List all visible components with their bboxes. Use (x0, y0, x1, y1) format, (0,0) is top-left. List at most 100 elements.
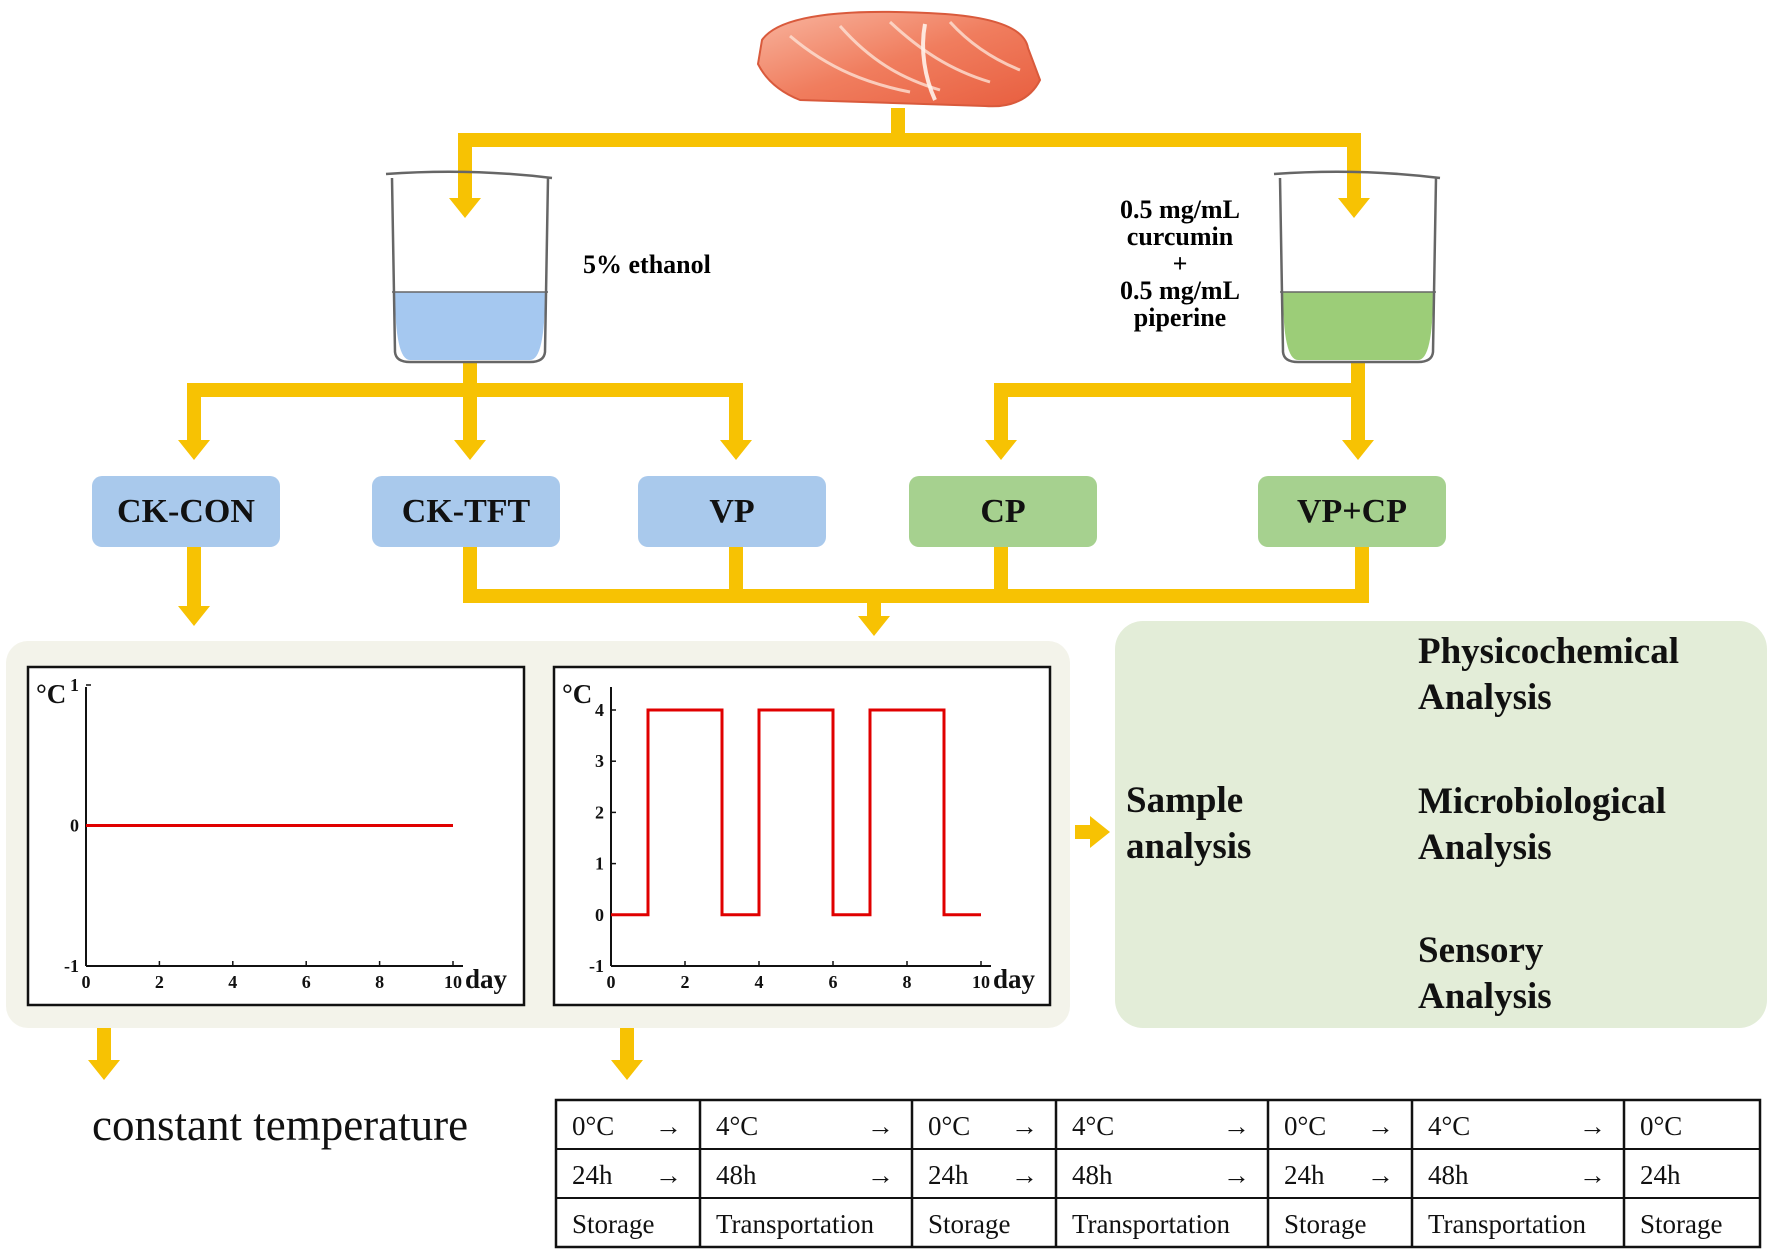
y-tick-label: 2 (595, 802, 604, 822)
temperature-schedule-table: 0°C→24h→Storage4°C→48h→Transportation0°C… (554, 1098, 1762, 1249)
x-tick-label: 10 (972, 972, 990, 992)
arrow-head (720, 440, 752, 460)
x-tick-label: 6 (829, 972, 838, 992)
sample-analysis-label: analysis (1126, 826, 1251, 867)
reagent-line: curcumin (1127, 222, 1234, 251)
table-cell: 24h (1284, 1160, 1325, 1190)
table-cell: 4°C (1428, 1111, 1470, 1141)
analysis-panel (1115, 621, 1767, 1028)
x-tick-label: 4 (228, 972, 237, 992)
table-cell: 0°C (1284, 1111, 1326, 1141)
y-tick-label: -1 (589, 956, 604, 976)
chart-frame (552, 665, 1052, 1007)
table-cell: Storage (1640, 1209, 1722, 1239)
table-arrow: → (1579, 1160, 1606, 1190)
reagent-line: 0.5 mg/mL (1120, 276, 1240, 305)
group-box-fill (372, 476, 560, 547)
x-tick-label: 8 (375, 972, 384, 992)
table-arrow: → (1367, 1111, 1394, 1141)
x-tick-label: 2 (681, 972, 690, 992)
table-arrow: → (1011, 1111, 1038, 1141)
table-cell: Transportation (1072, 1209, 1231, 1239)
reagent-line: piperine (1134, 303, 1226, 332)
group-box-fill (638, 476, 826, 547)
group-box-ck-tft: CK-TFT (372, 476, 560, 547)
table-arrow: → (655, 1160, 682, 1190)
temperature-series-line (611, 708, 981, 917)
y-tick-label: 0 (595, 905, 604, 925)
arrow-head (454, 440, 486, 460)
analysis-item-label: Microbiological (1418, 781, 1666, 822)
analysis-item-label: Analysis (1418, 677, 1552, 718)
x-tick-label: 6 (302, 972, 311, 992)
y-tick-label: -1 (64, 956, 79, 976)
arrow-head (178, 606, 210, 626)
group-box-vp: VP (638, 476, 826, 547)
table-cell: 0°C (928, 1111, 970, 1141)
table-arrow: → (1367, 1160, 1394, 1190)
sample-analysis-label: Sample (1126, 780, 1243, 821)
x-tick-label: 0 (82, 972, 91, 992)
sample-analysis: SampleanalysisPhysicochemicalAnalysisMic… (1126, 631, 1679, 1017)
table-cell: 48h (1428, 1160, 1469, 1190)
treatment-groups: CK-CON CK-TFT VP CP VP+CP (92, 476, 1446, 547)
table-frame (554, 1098, 1762, 1249)
table-arrow: → (867, 1111, 894, 1141)
blue-liquid (395, 292, 545, 360)
constant-temperature-label: constant temperature (92, 1100, 468, 1150)
reagent-line: + (1173, 249, 1188, 278)
group-box-fill (92, 476, 280, 547)
group-box-cp: CP (909, 476, 1097, 547)
y-tick-label: 4 (595, 700, 604, 720)
table-cell: 4°C (1072, 1111, 1114, 1141)
x-axis-unit: day (993, 964, 1036, 994)
group-label: CK-TFT (402, 493, 531, 530)
analysis-item-label: Physicochemical (1418, 631, 1679, 672)
table-cell: Transportation (1428, 1209, 1587, 1239)
table-cell: Storage (1284, 1209, 1366, 1239)
table-arrow: → (1223, 1111, 1250, 1141)
beaker-curcumin (1273, 170, 1441, 364)
table-cell: Transportation (716, 1209, 875, 1239)
arrow-head (1338, 198, 1370, 218)
arrow-head (449, 198, 481, 218)
table-arrow: → (1223, 1160, 1250, 1190)
arrow-head (985, 440, 1017, 460)
arrow-head (178, 440, 210, 460)
group-box-fill (1258, 476, 1446, 547)
y-axis-unit: °C (562, 679, 592, 709)
chart-frame (26, 665, 526, 1007)
table-cell: 48h (1072, 1160, 1113, 1190)
analysis-item-label: Analysis (1418, 976, 1552, 1017)
table-cell: 24h (928, 1160, 969, 1190)
group-box-fill (909, 476, 1097, 547)
analysis-item-label: Sensory (1418, 930, 1544, 971)
table-arrow: → (1579, 1111, 1606, 1141)
analysis-item-label: Analysis (1418, 827, 1552, 868)
group-label: VP+CP (1297, 493, 1407, 530)
reagent-ethanol-label: 5% ethanol (583, 250, 711, 279)
group-label: CK-CON (117, 493, 255, 530)
table-cell: Storage (572, 1209, 654, 1239)
group-label: VP (709, 493, 754, 530)
reagent-line: 0.5 mg/mL (1120, 195, 1240, 224)
green-liquid (1283, 292, 1433, 360)
arrow-head (1342, 440, 1374, 460)
table-arrow: → (655, 1111, 682, 1141)
group-box-vp-cp: VP+CP (1258, 476, 1446, 547)
arrow-head (611, 1060, 643, 1080)
flow-arrows (88, 108, 1380, 1080)
y-axis-unit: °C (36, 679, 66, 709)
x-tick-label: 10 (444, 972, 462, 992)
x-tick-label: 4 (755, 972, 764, 992)
arrow-head (1090, 816, 1110, 848)
table-cell: 0°C (572, 1111, 614, 1141)
table-cell: Storage (928, 1209, 1010, 1239)
beaker-ethanol (385, 170, 553, 364)
y-tick-label: 0 (70, 816, 79, 836)
x-axis-unit: day (465, 964, 508, 994)
